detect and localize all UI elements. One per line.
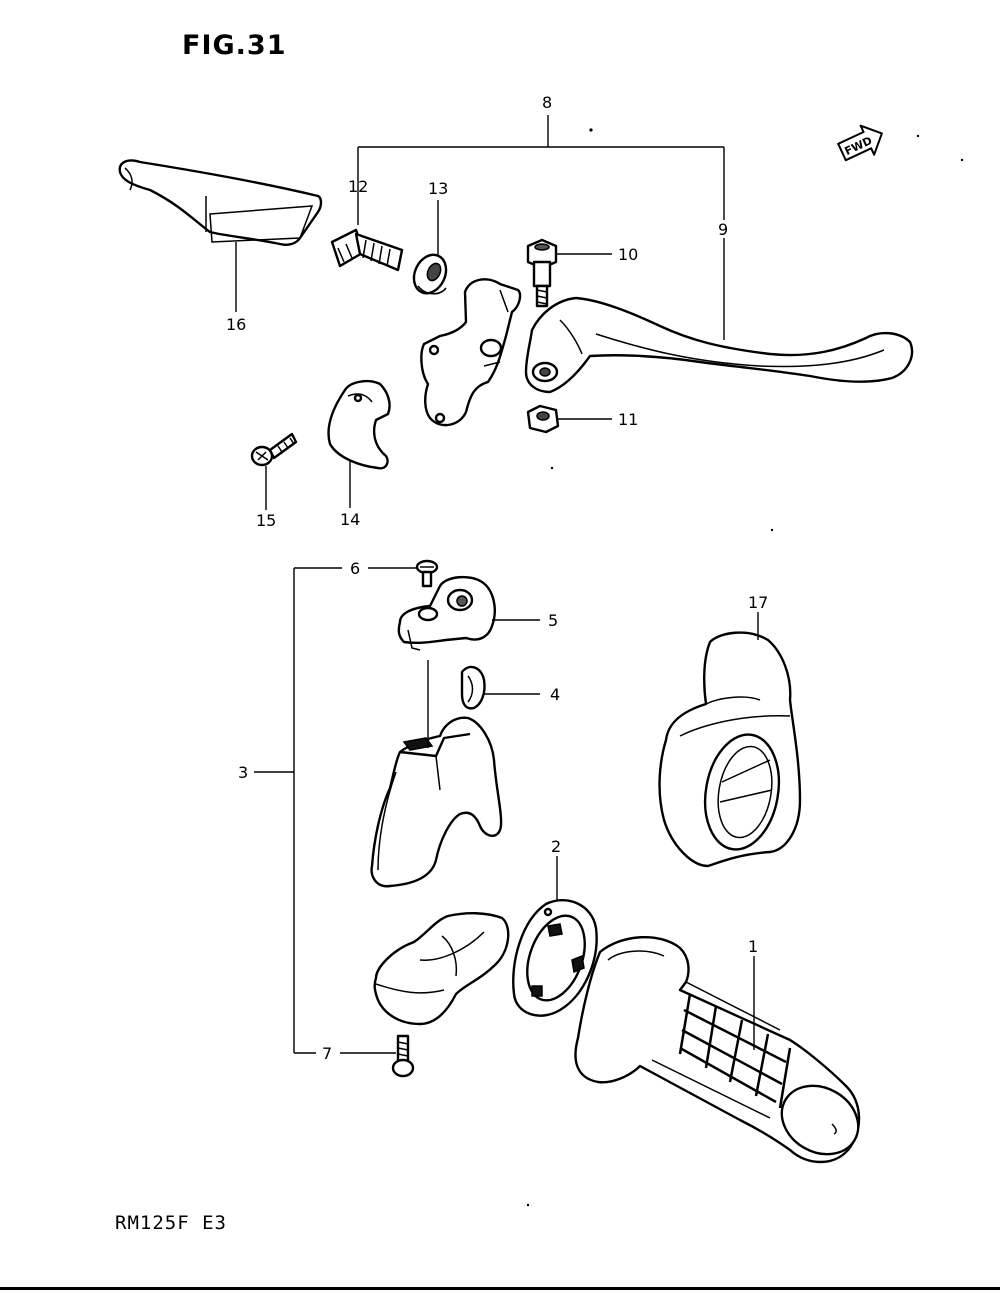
callout-14: 14 <box>340 510 360 529</box>
part-5-cable-guide <box>397 575 496 651</box>
part-13-lock-nut <box>412 253 448 295</box>
part-10-pivot-bolt <box>526 238 558 308</box>
callout-17: 17 <box>748 593 768 612</box>
callout-15: 15 <box>256 511 276 530</box>
callout-2: 2 <box>551 837 561 856</box>
figure-title: FIG.31 <box>182 30 287 61</box>
callout-3: 3 <box>238 763 248 782</box>
callout-12: 12 <box>348 177 368 196</box>
part-7-screw <box>391 1034 415 1078</box>
callout-6: 6 <box>350 559 360 578</box>
part-15-screw <box>250 432 298 467</box>
part-2-pulley-ring <box>512 899 598 1017</box>
callout-5: 5 <box>548 611 558 630</box>
lever-holder <box>420 278 522 427</box>
callout-4: 4 <box>550 685 560 704</box>
part-12-adjuster-bolt <box>330 228 404 272</box>
part-14-cable-bracket <box>327 379 391 470</box>
callout-10: 10 <box>618 245 638 264</box>
callout-1: 1 <box>748 937 758 956</box>
part-6-screw <box>415 559 439 588</box>
part-11-nut <box>526 404 560 434</box>
callout-7: 7 <box>322 1044 332 1063</box>
part-4-spacer <box>460 665 486 710</box>
model-code: RM125F E3 <box>115 1212 227 1234</box>
part-3-housing-lower <box>373 912 510 1026</box>
callout-numbers: 8 12 13 9 10 16 11 15 14 6 17 5 4 3 2 1 … <box>226 93 768 1063</box>
callout-16: 16 <box>226 315 246 334</box>
callout-8: 8 <box>542 93 552 112</box>
callout-13: 13 <box>428 179 448 198</box>
fwd-arrow-icon: FWD <box>837 124 883 162</box>
part-3-housing-upper <box>370 716 503 888</box>
part-17-cover <box>658 631 802 868</box>
leader-lines <box>235 115 759 1054</box>
part-1-grip <box>574 936 861 1164</box>
bottom-rule <box>0 1287 1000 1290</box>
print-specks <box>526 128 964 1207</box>
part-9-clutch-lever <box>524 296 914 394</box>
part-16-lever-boot <box>118 159 323 246</box>
callout-11: 11 <box>618 410 638 429</box>
callout-9: 9 <box>718 220 728 239</box>
